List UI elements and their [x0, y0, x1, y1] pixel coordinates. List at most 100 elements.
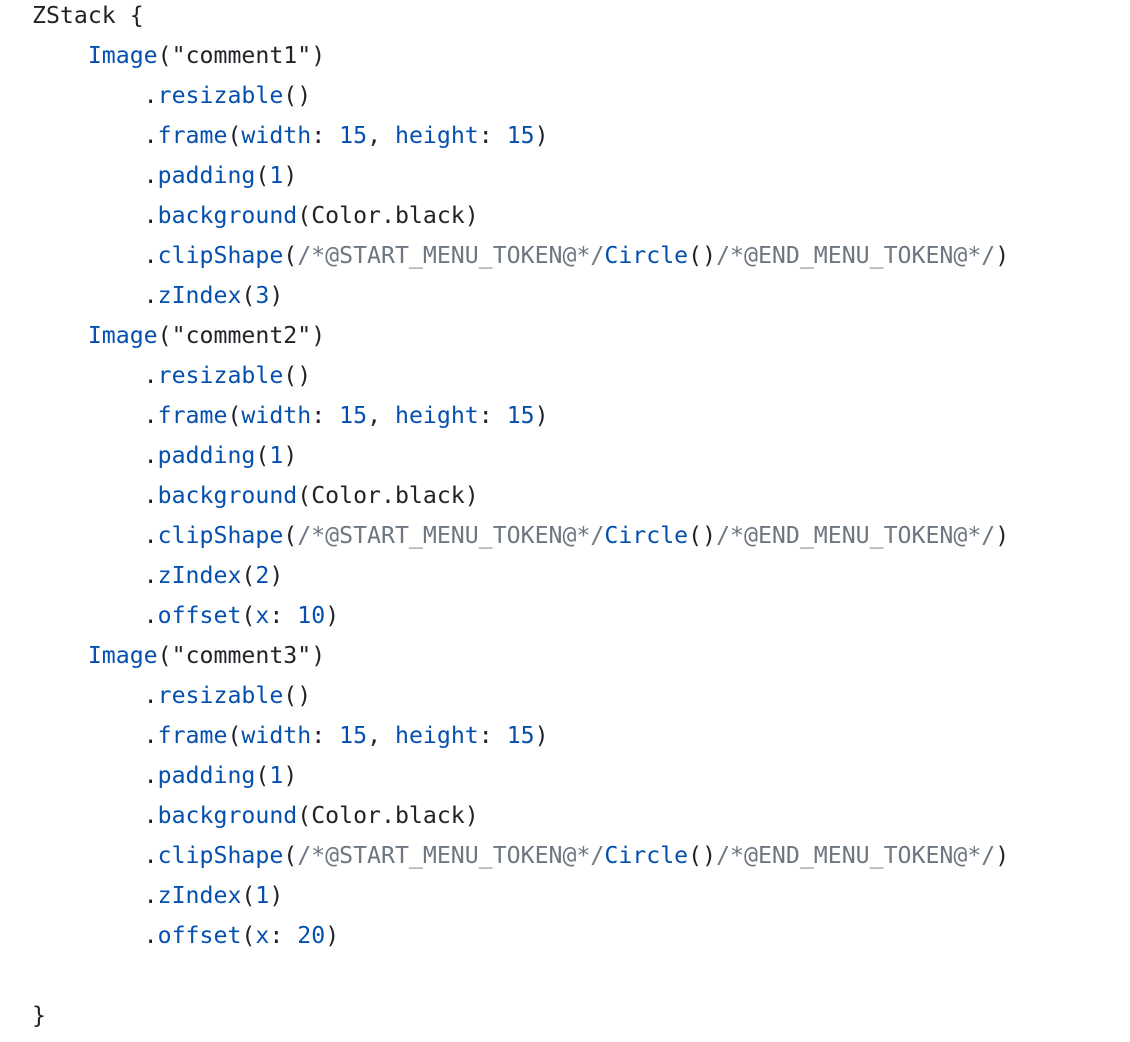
code-text: .: [32, 82, 158, 109]
code-comment: /*@START_MENU_TOKEN@*/: [297, 522, 605, 549]
code-text: .: [32, 122, 158, 149]
code-number: 15: [506, 122, 535, 149]
code-identifier: zIndex: [157, 282, 242, 309]
code-identifier: frame: [157, 122, 228, 149]
code-text: (: [241, 882, 256, 909]
code-text: (: [255, 442, 270, 469]
code-text: (Color.black): [297, 202, 479, 229]
code-text: (): [688, 242, 717, 269]
code-identifier: resizable: [157, 362, 284, 389]
code-text: (: [283, 242, 298, 269]
code-identifier: padding: [157, 442, 256, 469]
code-text: (: [283, 522, 298, 549]
code-text: ): [269, 282, 284, 309]
code-text: .: [32, 842, 158, 869]
code-text: .: [32, 242, 158, 269]
code-text: :: [269, 922, 298, 949]
code-number: 3: [255, 282, 270, 309]
code-number: 10: [297, 602, 326, 629]
code-text: ("comment1"): [157, 42, 326, 69]
code-text: .: [32, 442, 158, 469]
code-identifier: background: [157, 802, 298, 829]
code-text: (: [241, 282, 256, 309]
code-text: (): [688, 842, 717, 869]
code-number: 1: [269, 162, 284, 189]
code-text: [32, 322, 88, 349]
code-number: 1: [255, 882, 270, 909]
code-identifier: Image: [87, 642, 158, 669]
code-listing: ZStack { Image("comment1") .resizable() …: [32, 0, 1009, 1036]
code-line: .clipShape(/*@START_MENU_TOKEN@*/Circle(…: [32, 516, 1010, 556]
code-identifier: clipShape: [157, 242, 284, 269]
code-text: ): [283, 442, 298, 469]
code-comment: /*@END_MENU_TOKEN@*/: [716, 842, 996, 869]
code-identifier: padding: [157, 762, 256, 789]
code-text: (: [241, 922, 256, 949]
code-text: .: [32, 202, 158, 229]
code-text: .: [32, 802, 158, 829]
code-text: .: [32, 762, 158, 789]
code-line: Image("comment1"): [32, 36, 1009, 76]
code-identifier: frame: [157, 722, 228, 749]
code-line: .zIndex(3): [32, 276, 1009, 316]
code-text: ,: [367, 402, 395, 429]
code-text: ,: [367, 722, 395, 749]
code-identifier: height: [395, 722, 479, 749]
code-text: :: [311, 722, 340, 749]
code-text: (Color.black): [297, 802, 479, 829]
code-identifier: Circle: [604, 522, 689, 549]
code-line: .zIndex(1): [32, 876, 1009, 916]
code-text: .: [32, 522, 158, 549]
code-line: .resizable(): [32, 676, 1009, 716]
code-text: ): [534, 402, 549, 429]
code-line: .offset(x: 10): [32, 596, 1009, 636]
code-line: .padding(1): [32, 156, 1009, 196]
code-text: ("comment3"): [157, 642, 326, 669]
code-line: .background(Color.black): [32, 476, 1009, 516]
code-text: .: [32, 682, 158, 709]
code-text: .: [32, 722, 158, 749]
code-comment: /*@END_MENU_TOKEN@*/: [716, 522, 996, 549]
code-text: .: [32, 562, 158, 589]
code-text: ): [995, 842, 1010, 869]
code-text: ): [995, 242, 1010, 269]
code-text: (Color.black): [297, 482, 479, 509]
code-text: .: [32, 482, 158, 509]
code-line: Image("comment3"): [32, 636, 1009, 676]
code-number: 15: [339, 122, 368, 149]
code-line: .clipShape(/*@START_MENU_TOKEN@*/Circle(…: [32, 236, 1010, 276]
code-identifier: height: [395, 402, 479, 429]
code-identifier: zIndex: [157, 562, 242, 589]
code-number: 1: [269, 762, 284, 789]
code-number: 1: [269, 442, 284, 469]
code-identifier: Image: [87, 322, 158, 349]
code-identifier: width: [241, 402, 312, 429]
code-identifier: height: [395, 122, 479, 149]
code-text: (: [241, 562, 256, 589]
code-text: }: [32, 1002, 46, 1029]
code-text: ): [269, 882, 284, 909]
code-identifier: offset: [157, 602, 242, 629]
code-text: :: [311, 122, 340, 149]
code-line: .resizable(): [32, 76, 1009, 116]
code-identifier: x: [255, 922, 270, 949]
code-identifier: x: [255, 602, 270, 629]
code-text: .: [32, 362, 158, 389]
code-comment: /*@END_MENU_TOKEN@*/: [716, 242, 996, 269]
code-line: ZStack {: [32, 0, 1009, 36]
code-number: 15: [339, 402, 368, 429]
code-text: :: [478, 402, 507, 429]
code-identifier: offset: [157, 922, 242, 949]
code-line: .background(Color.black): [32, 196, 1009, 236]
code-text: ): [995, 522, 1010, 549]
code-number: 15: [506, 402, 535, 429]
code-text: (): [283, 362, 312, 389]
code-identifier: zIndex: [157, 882, 242, 909]
code-text: (: [227, 722, 242, 749]
code-text: (: [227, 402, 242, 429]
code-identifier: frame: [157, 402, 228, 429]
code-text: .: [32, 882, 158, 909]
code-text: :: [478, 722, 507, 749]
code-identifier: background: [157, 482, 298, 509]
